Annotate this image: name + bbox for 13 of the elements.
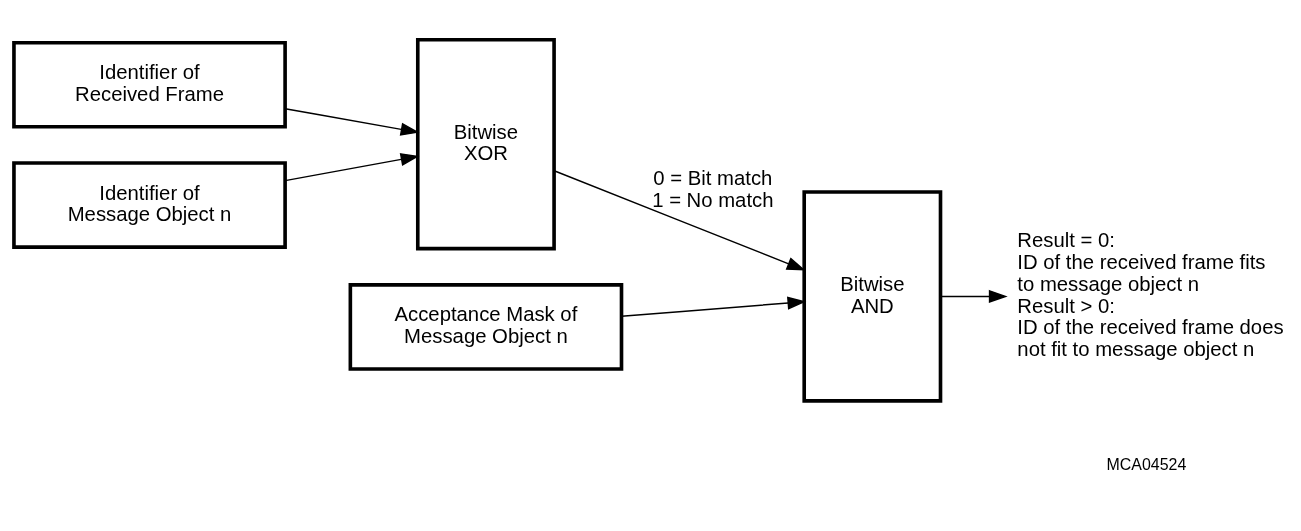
node-box: Bitwise AND (802, 189, 943, 403)
label: MCA04524 (1106, 455, 1187, 473)
edge-label: 0 = Bit match 1 = No match (652, 166, 774, 211)
arrow (940, 289, 1008, 303)
node-box: Bitwise XOR (415, 37, 556, 250)
node-box: Identifier of Received Frame (12, 40, 287, 129)
arrow (284, 107, 420, 136)
node-text: Result = 0: ID of the received frame fits to message object n Result > 0: ID of the received frame does not fit to message object n (1017, 228, 1284, 360)
arrow (620, 296, 807, 317)
arrow (284, 152, 420, 181)
arrow (553, 169, 806, 271)
node-box: Acceptance Mask of Message Object n (348, 282, 624, 371)
node-box: Identifier of Message Object n (12, 160, 287, 249)
